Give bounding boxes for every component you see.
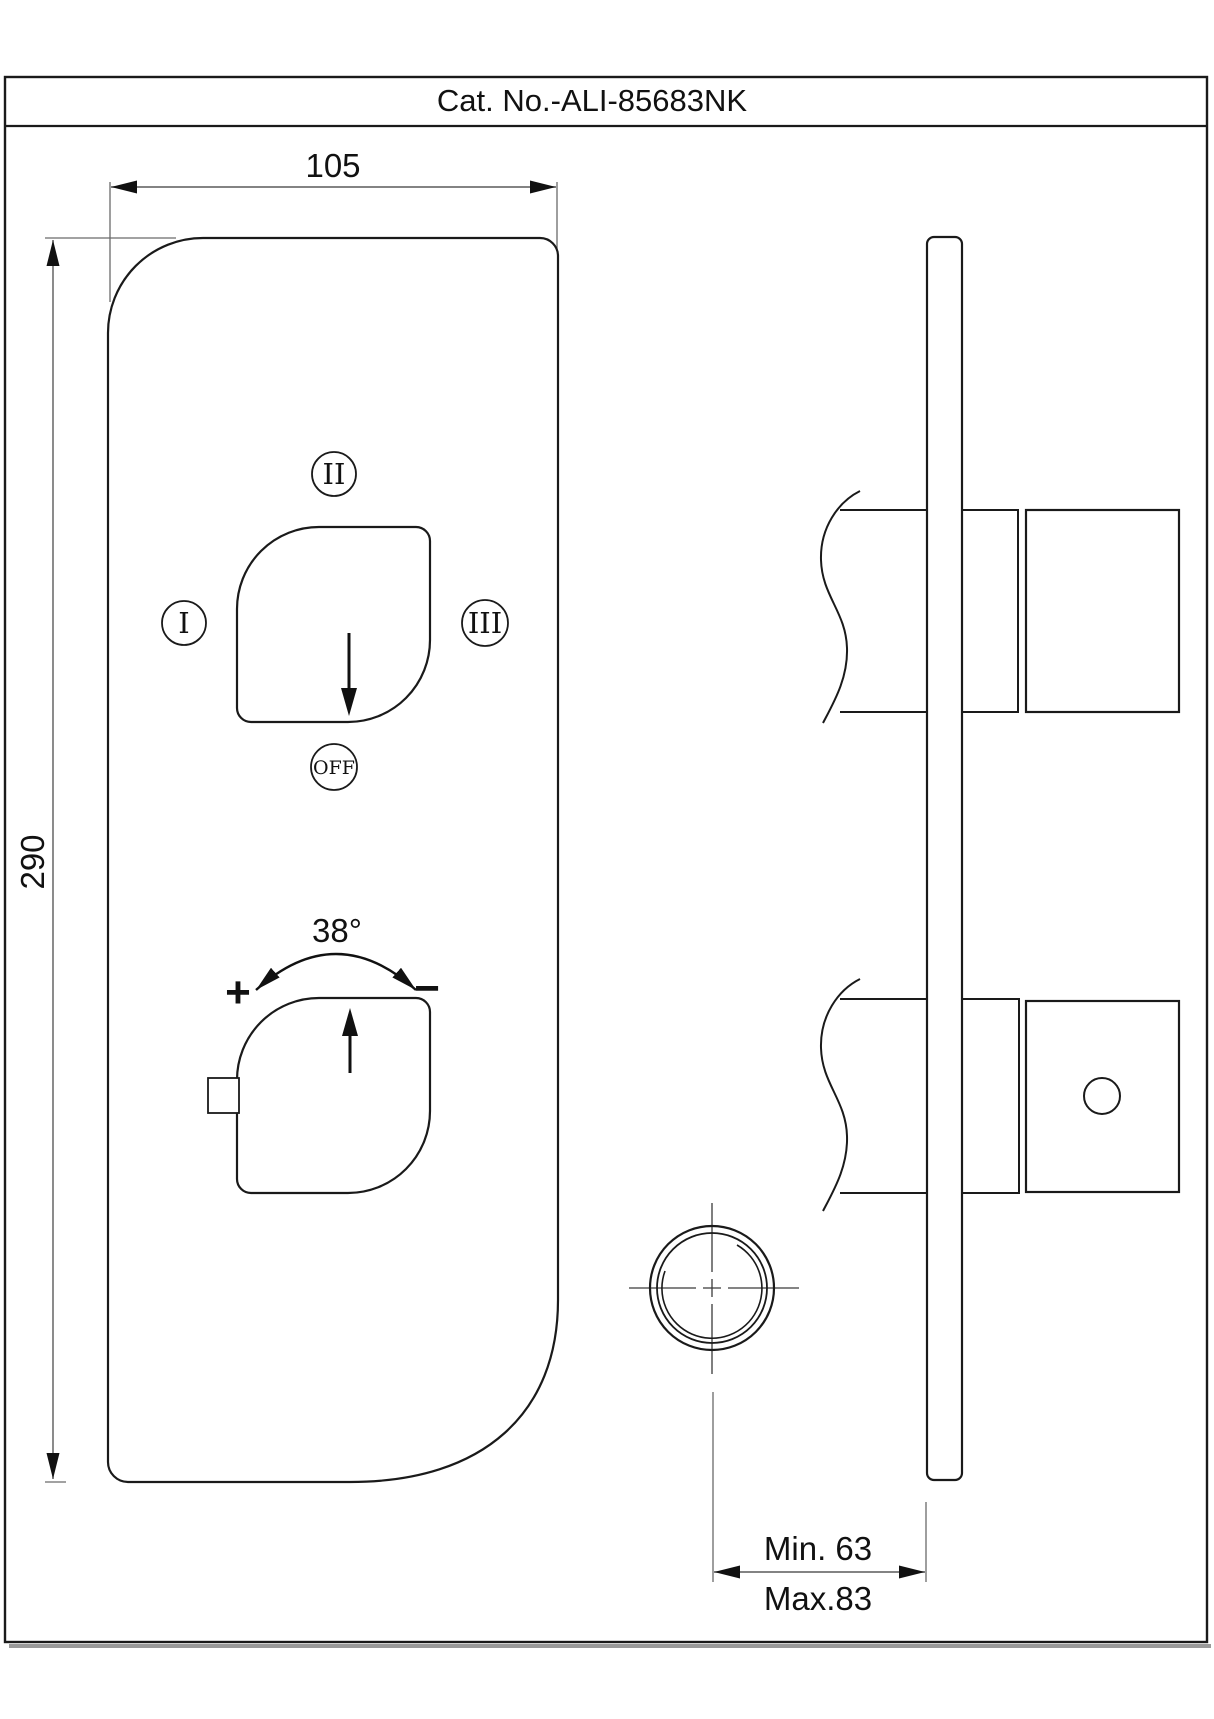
front-view: 105 290 I II III (14, 147, 799, 1484)
off-marker: OFF (310, 743, 358, 791)
depth-dimension: Min. 63 Max.83 (712, 1392, 927, 1617)
thread-arc (661, 1244, 763, 1339)
angle-label: 38° (312, 912, 362, 949)
height-dim-label: 290 (14, 834, 51, 889)
position-label-II: II (323, 457, 346, 491)
off-label: OFF (313, 757, 355, 779)
depth-min-label: Min. 63 (764, 1530, 872, 1567)
off-circle (310, 743, 358, 791)
up-arrow-icon (342, 1008, 358, 1073)
position-label-III: III (468, 606, 502, 640)
plus-label: + (225, 968, 251, 1017)
position-label-I: I (178, 606, 189, 640)
side-view: Min. 63 Max.83 (712, 235, 1181, 1617)
safety-override-button (207, 1077, 240, 1114)
width-dimension: 105 (111, 147, 556, 194)
lower-handle-side (1024, 999, 1181, 1194)
upper-handle-side (1024, 508, 1181, 714)
down-arrow-icon (341, 633, 357, 716)
lower-break-line (819, 978, 861, 1212)
up-arrow-head (342, 1008, 358, 1036)
position-marker-top: II (311, 451, 357, 497)
plate-side-profile (925, 235, 964, 1482)
diverter-control: I II III OFF (161, 451, 509, 791)
face-plate (106, 236, 560, 1484)
position-circle-III (461, 599, 509, 647)
position-marker-left: I (161, 600, 207, 646)
down-arrow-head (341, 688, 357, 716)
width-dim-label: 105 (305, 147, 360, 184)
position-marker-right: III (461, 599, 509, 647)
depth-max-label: Max.83 (764, 1580, 872, 1617)
upper-break-line (819, 490, 861, 724)
temperature-control: 38° + − (207, 912, 440, 1195)
outlet-outer-circle (648, 1224, 776, 1352)
diverter-knob (235, 525, 432, 724)
temperature-knob (235, 996, 432, 1195)
curved-double-arrow-icon (255, 952, 417, 991)
handle-button-circle (1083, 1077, 1121, 1115)
position-circle-I (161, 600, 207, 646)
catalog-number: Cat. No.-ALI-85683NK (437, 83, 747, 118)
outlet-inner-circle (656, 1232, 768, 1344)
outlet-port (629, 1203, 799, 1374)
height-dimension: 290 (14, 240, 60, 1479)
position-circle-II (311, 451, 357, 497)
